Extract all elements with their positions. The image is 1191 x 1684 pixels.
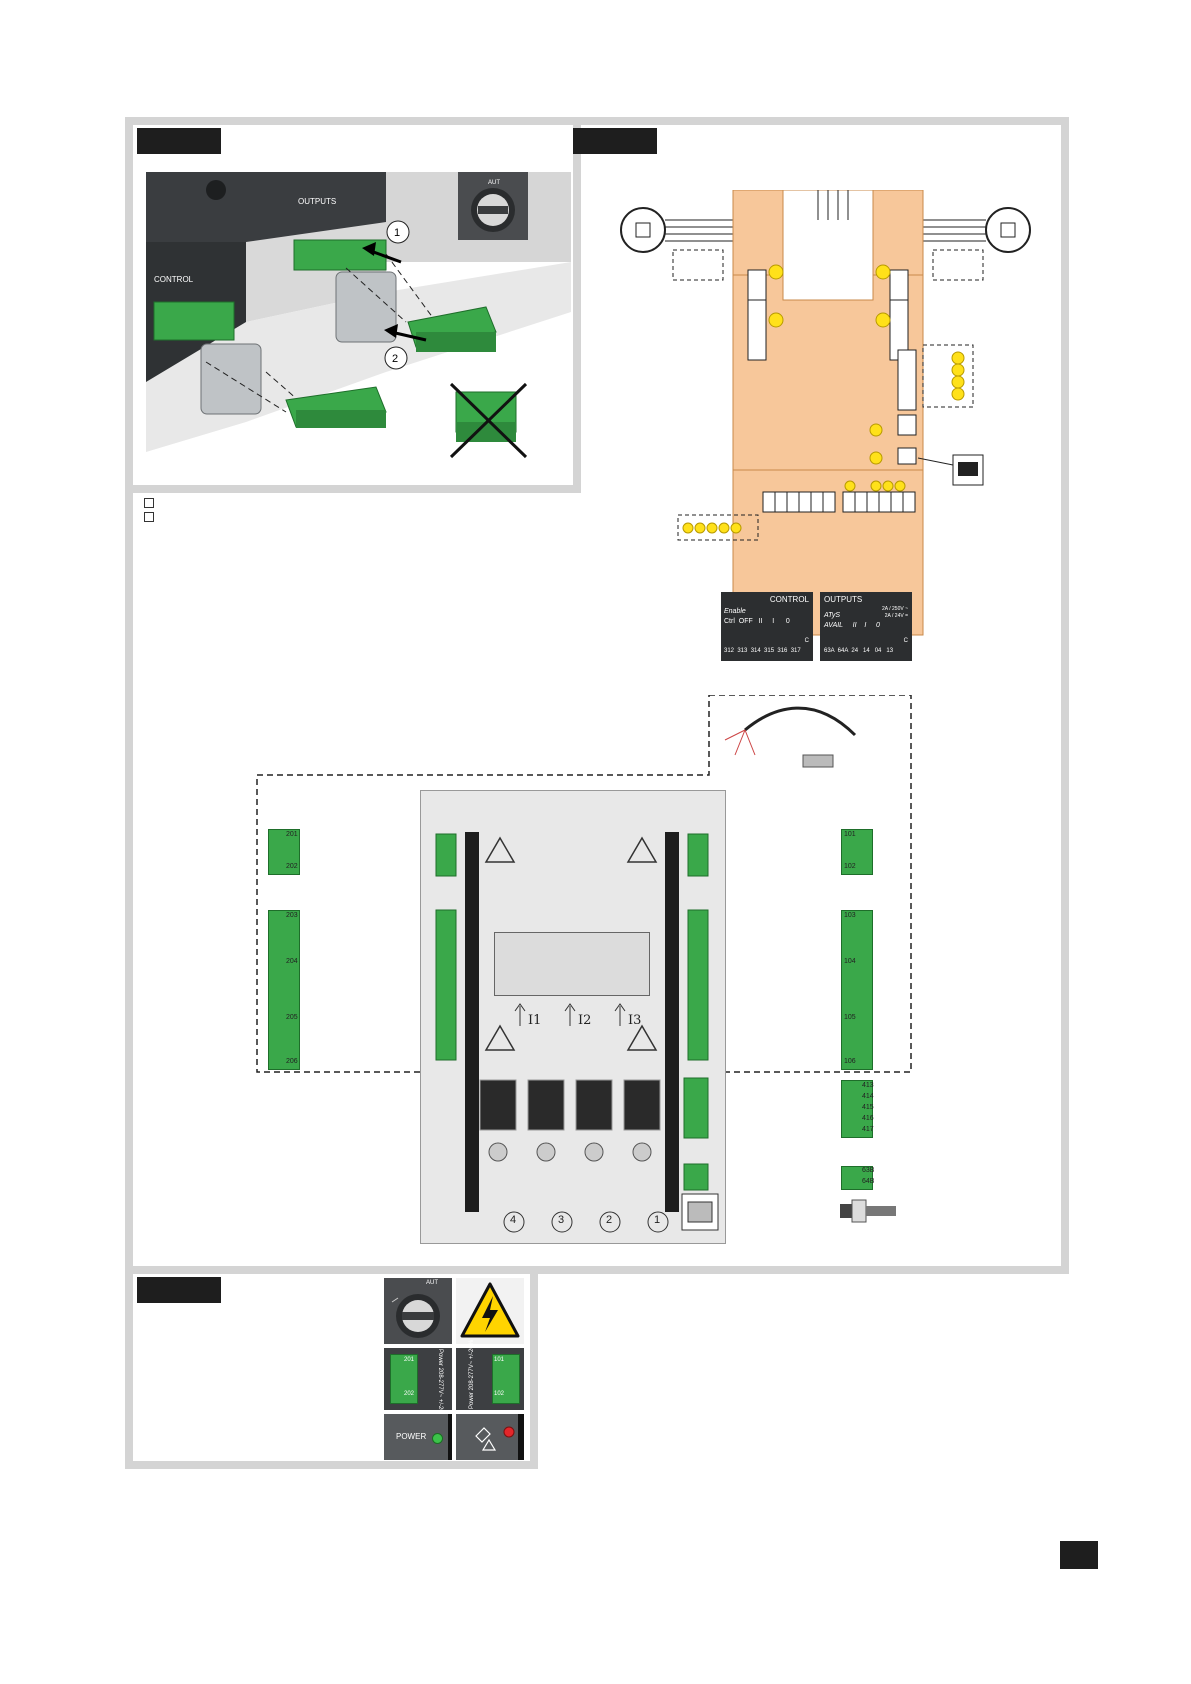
power-led-bar bbox=[448, 1414, 452, 1460]
term-204: 204 bbox=[286, 958, 298, 965]
term-201: 201 bbox=[286, 831, 298, 838]
high-voltage-warning-icon bbox=[456, 1278, 524, 1344]
term-104: 104 bbox=[844, 958, 856, 965]
term-206: 206 bbox=[286, 1058, 298, 1065]
power-terminal-block-right bbox=[492, 1354, 520, 1404]
term-205: 205 bbox=[286, 1014, 298, 1021]
power-terminal-block-left bbox=[390, 1354, 418, 1404]
term-63b: 63B bbox=[862, 1167, 875, 1174]
terminal-block-63b-64b bbox=[841, 1166, 873, 1190]
term-203: 203 bbox=[286, 912, 298, 919]
outputs-card-rating2: 2A / 24V = bbox=[884, 613, 908, 619]
term-416: 416 bbox=[862, 1115, 874, 1122]
ct-number-1: 1 bbox=[654, 1214, 661, 1226]
term-105: 105 bbox=[844, 1014, 856, 1021]
outputs-card-rating1: 2A / 250V ~ bbox=[882, 606, 908, 612]
term-64b: 64B bbox=[862, 1178, 875, 1185]
module-right-strip bbox=[665, 832, 679, 1212]
current-label-i1: I1 bbox=[528, 1013, 542, 1028]
plug-connector bbox=[285, 386, 387, 428]
panel-1-tab bbox=[137, 128, 221, 154]
term-102: 102 bbox=[844, 863, 856, 870]
term-103: 103 bbox=[844, 912, 856, 919]
control-card-c: C bbox=[804, 638, 809, 644]
outputs-card-c: C bbox=[903, 638, 908, 644]
dashed-option-area bbox=[256, 695, 912, 1073]
legend-checkbox[interactable] bbox=[144, 512, 154, 522]
term-202: 202 bbox=[286, 863, 298, 870]
wiring-schematic bbox=[620, 190, 1031, 636]
ct-number-3: 3 bbox=[558, 1214, 565, 1226]
callout-2: 2 bbox=[392, 353, 398, 365]
terminal-block-101-102 bbox=[841, 829, 873, 875]
fault-led-tile bbox=[456, 1414, 524, 1460]
outputs-card-line1: ATyS bbox=[824, 612, 841, 619]
plug-connector bbox=[407, 306, 497, 352]
module-display-window bbox=[494, 932, 650, 996]
panel-wiring-diagram bbox=[125, 117, 1069, 1274]
term-415: 415 bbox=[862, 1104, 874, 1111]
terminal-block-201-202 bbox=[268, 829, 300, 875]
term-101: 101 bbox=[844, 831, 856, 838]
mode-knob-tile bbox=[384, 1278, 452, 1344]
terminal-block-413-417 bbox=[841, 1080, 873, 1138]
outputs-terminal-card: OUTPUTS 2A / 250V ~ 2A / 24V = ATyS AVAI… bbox=[820, 592, 912, 661]
ct-number-4: 4 bbox=[510, 1214, 517, 1226]
tile-term-101: 101 bbox=[494, 1357, 505, 1363]
legend-checkbox[interactable] bbox=[144, 498, 154, 508]
control-card-line2: Ctrl OFF II I 0 bbox=[724, 618, 790, 625]
tile-term-102: 102 bbox=[494, 1391, 505, 1397]
power-led-green bbox=[432, 1433, 443, 1444]
panel-2-tab bbox=[573, 128, 657, 154]
current-label-i2: I2 bbox=[578, 1013, 592, 1028]
connector-install-figure: CONTROL OUTPUTS 1 2 AUT bbox=[146, 172, 571, 459]
callout-1: 1 bbox=[394, 227, 400, 239]
tile-power-right-label: Power 208-277V~ +/-20% bbox=[469, 1339, 475, 1409]
module-graphics bbox=[435, 833, 719, 1233]
tile-term-201: 201 bbox=[404, 1357, 415, 1363]
term-106: 106 bbox=[844, 1058, 856, 1065]
outputs-card-terms: 63A 64A 24 14 04 13 bbox=[824, 648, 894, 654]
term-417: 417 bbox=[862, 1126, 874, 1133]
panel-2-border bbox=[569, 117, 1069, 125]
power-led-label: POWER bbox=[396, 1432, 427, 1441]
rj45-cable-plug bbox=[840, 1199, 896, 1223]
control-terminal-card: CONTROL Enable Ctrl OFF II I 0 C 312 313… bbox=[721, 592, 813, 661]
knob-aut-label: AUT bbox=[426, 1280, 438, 1286]
outputs-card-line2: AVAIL II I 0 bbox=[824, 622, 880, 629]
panel-3-tab bbox=[137, 1277, 221, 1303]
svg-text:OUTPUTS: OUTPUTS bbox=[298, 197, 336, 206]
terminal-block-103-106 bbox=[841, 910, 873, 1070]
control-card-terms: 312 313 314 315 316 317 bbox=[724, 648, 801, 654]
outputs-card-title: OUTPUTS bbox=[824, 595, 863, 604]
module-left-strip bbox=[465, 832, 479, 1212]
svg-text:AUT: AUT bbox=[488, 180, 500, 186]
control-card-line1: Enable bbox=[724, 608, 746, 615]
control-card-title: CONTROL bbox=[769, 595, 809, 604]
panel-2-left-border bbox=[125, 485, 133, 1274]
tile-power-left-label: Power 208-277V~ +/-20% bbox=[437, 1349, 443, 1419]
terminal-block-203-206 bbox=[268, 910, 300, 1070]
term-413: 413 bbox=[862, 1082, 874, 1089]
current-label-i3: I3 bbox=[628, 1013, 642, 1028]
page-number-tab bbox=[1060, 1541, 1098, 1569]
tile-term-202: 202 bbox=[404, 1391, 415, 1397]
fig-control-label: CONTROL bbox=[154, 275, 194, 284]
term-414: 414 bbox=[862, 1093, 874, 1100]
wrong-plug-crossed bbox=[449, 382, 528, 459]
ct-number-2: 2 bbox=[606, 1214, 613, 1226]
